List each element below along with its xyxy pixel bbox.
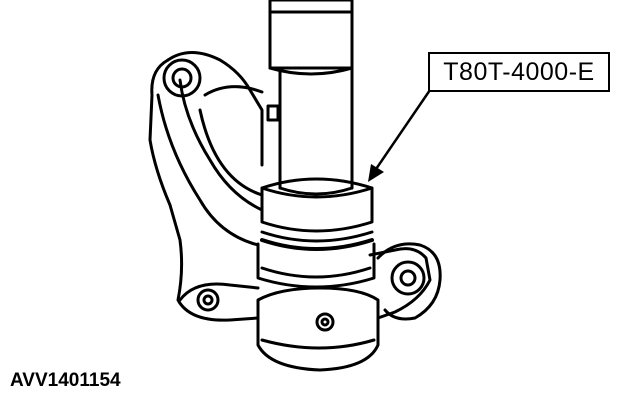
knuckle-body — [148, 58, 432, 322]
right-eye-outer — [390, 260, 426, 296]
upper-bushing — [260, 177, 374, 233]
tool-callout-label: T80T-4000-E — [428, 52, 610, 92]
knuckle-base — [256, 316, 380, 372]
callout-arrowhead — [368, 164, 384, 182]
upper-eye-inner — [171, 67, 193, 89]
seal-ring — [260, 230, 374, 243]
right-ear — [376, 242, 442, 321]
callout-leader — [372, 88, 432, 174]
figure-id: AVV1401154 — [10, 370, 121, 391]
right-eye-inner — [399, 269, 417, 287]
lower-bushing — [256, 242, 376, 289]
lower-left-boss — [196, 288, 220, 312]
installer-shaft — [268, 0, 354, 70]
upper-eye-outer — [162, 58, 202, 98]
